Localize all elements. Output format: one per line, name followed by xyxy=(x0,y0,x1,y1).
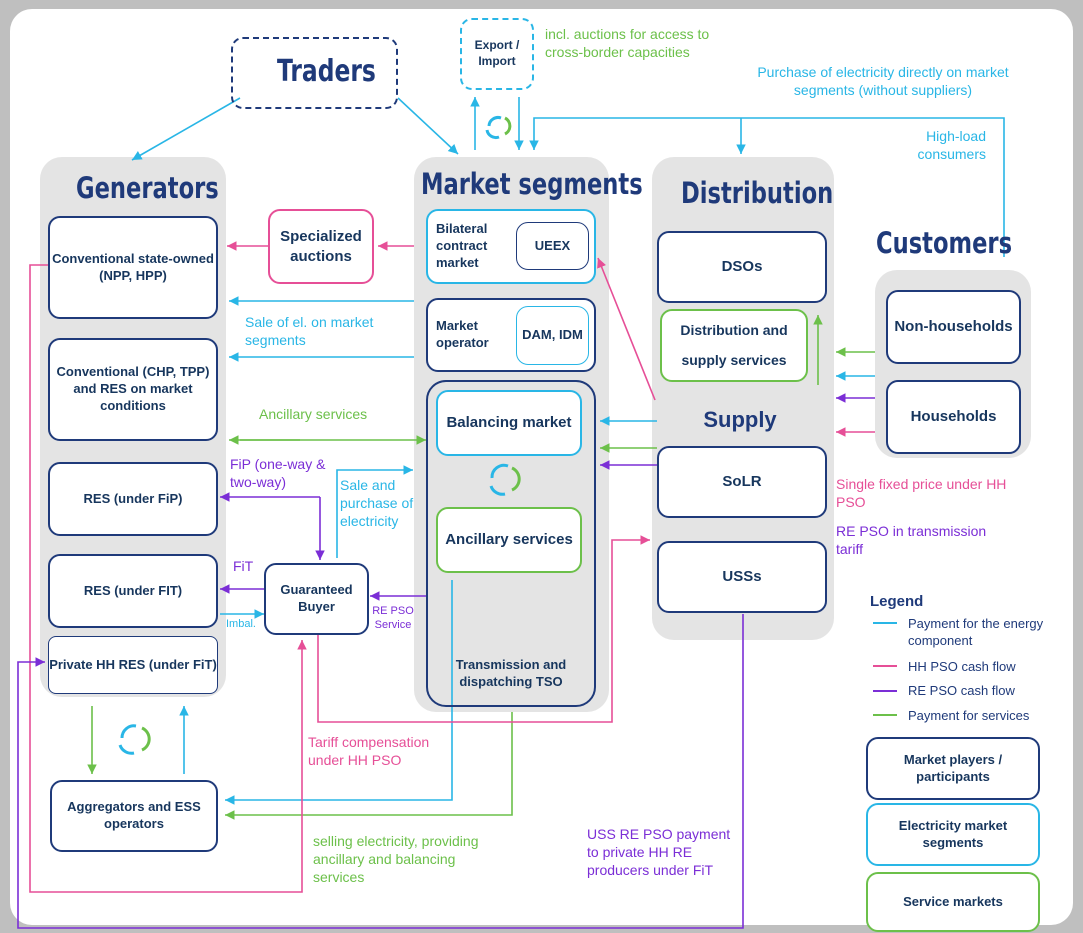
solr-node: SoLR xyxy=(657,446,827,518)
legend-segments: Electricity market segments xyxy=(866,803,1040,866)
high-load-label: High-load consumers xyxy=(917,128,986,163)
single-fixed-price-label: Single fixed price under HH PSO xyxy=(836,476,1007,511)
supply-title: Supply xyxy=(703,407,777,432)
dam-idm-node: DAM, IDM xyxy=(516,306,589,365)
traders-box xyxy=(231,37,398,109)
sale-purchase-label: Sale and purchase of electricity xyxy=(340,477,414,530)
traders-title: Traders xyxy=(277,54,376,89)
fip-label: FiP (one-way & two-way) xyxy=(230,456,326,491)
non-households-node: Non-households xyxy=(886,290,1021,364)
res-fip-node: RES (under FiP) xyxy=(48,462,218,536)
private-hh-res-node: Private HH RES (under FiT) xyxy=(48,636,218,694)
res-fit-node: RES (under FIT) xyxy=(48,554,218,628)
aggregators-node: Aggregators and ESS operators xyxy=(50,780,218,852)
uex-node: UEEX xyxy=(516,222,589,270)
ancillary-flow-label: Ancillary services xyxy=(259,406,368,422)
legend-hh-pso: HH PSO cash flow xyxy=(908,659,1016,674)
dsos-node: DSOs xyxy=(657,231,827,303)
tariff-compensation-label: Tariff compensation under HH PSO xyxy=(308,734,430,769)
re-pso-tariff-label: RE PSO in transmission tariff xyxy=(836,523,987,558)
guaranteed-buyer-node: Guaranteed Buyer xyxy=(264,563,369,635)
conventional-chp-node: Conventional (CHP, TPP) and RES on marke… xyxy=(48,338,218,441)
conventional-state-node: Conventional state-owned (NPP, HPP) xyxy=(48,216,218,319)
legend-services: Payment for services xyxy=(908,708,1030,723)
export-import-box: Export / Import xyxy=(460,18,534,90)
balancing-market-node: Balancing market xyxy=(436,390,582,456)
dist-supply-node: Distribution and supply services xyxy=(660,309,808,382)
bilateral-market-label: Bilateral contract market xyxy=(436,221,488,270)
legend-players: Market players / participants xyxy=(866,737,1040,800)
distribution-title: Distribution xyxy=(681,176,834,210)
ancillary-services-node: Ancillary services xyxy=(436,507,582,573)
market-segments-title: Market segments xyxy=(421,167,643,201)
generators-title: Generators xyxy=(76,171,219,205)
selling-electricity-label: selling electricity, providing ancillary… xyxy=(313,833,479,886)
imbal-label: Imbal. xyxy=(226,618,256,630)
households-node: Households xyxy=(886,380,1021,454)
fit-label: FiT xyxy=(233,558,254,574)
customers-title: Customers xyxy=(876,226,1013,260)
specialized-auctions-node: Specialized auctions xyxy=(268,209,374,284)
legend-service-markets: Service markets xyxy=(866,872,1040,932)
sale-on-segments-label: Sale of el. on market segments xyxy=(245,314,374,349)
legend-re-pso: RE PSO cash flow xyxy=(908,683,1015,698)
tso-label: Transmission and dispatching TSO xyxy=(455,657,567,690)
re-pso-service-label: RE PSO Service xyxy=(372,605,414,632)
legend-energy: Payment for the energy component xyxy=(908,616,1044,648)
tso-node: Transmission and dispatching TSO xyxy=(426,380,596,707)
purchase-direct-label: Purchase of electricity directly on mark… xyxy=(757,64,1009,99)
legend-title: Legend xyxy=(870,593,924,610)
auctions-cross-border-label: incl. auctions for access to cross-borde… xyxy=(545,26,710,61)
usss-node: USSs xyxy=(657,541,827,613)
market-operator-label: Market operator xyxy=(436,318,489,350)
uss-re-pso-label: USS RE PSO payment to private HH RE prod… xyxy=(587,826,731,879)
